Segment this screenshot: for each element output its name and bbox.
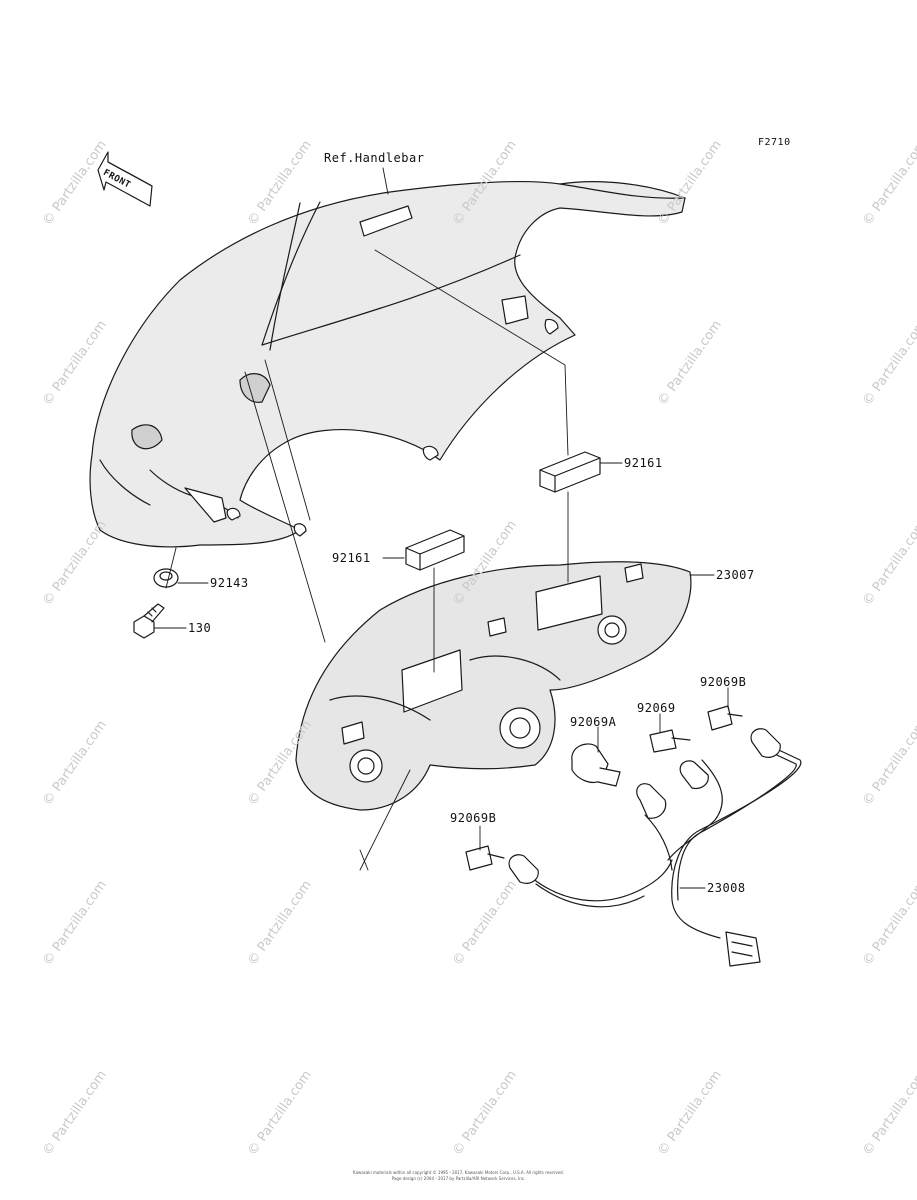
screw-shape — [133, 603, 165, 639]
wiring-harness-shape — [508, 728, 802, 967]
part-label-23008: 23008 — [707, 881, 746, 895]
front-arrow-icon — [97, 151, 153, 207]
part-label-92143: 92143 — [210, 576, 249, 590]
copyright-line-1: Kawasaki materials within all copyright … — [353, 1170, 564, 1175]
part-label-23007: 23007 — [716, 568, 755, 582]
part-label-92069A: 92069A — [570, 715, 617, 729]
part-label-92069B-left: 92069B — [450, 811, 497, 825]
part-label-130: 130 — [188, 621, 212, 635]
ref-handlebar-label: Ref.Handlebar — [324, 151, 425, 165]
meter-housing-shape — [295, 561, 692, 811]
bulb-92069B-left-shape — [465, 845, 505, 871]
bulb-92069A-shape — [571, 743, 621, 787]
copyright-line-2: Page design (c) 2004 - 2017 by Partzilla… — [391, 1176, 526, 1181]
bulb-92069B-right-shape — [707, 705, 743, 731]
part-label-92161-upper: 92161 — [624, 456, 663, 470]
part-label-92069: 92069 — [637, 701, 676, 715]
upper-cover-shape — [89, 180, 686, 548]
figure-code: F2710 — [758, 137, 791, 148]
bulb-92069-shape — [649, 729, 691, 753]
cushion-left-shape — [405, 529, 465, 571]
part-label-92069B-right: 92069B — [700, 675, 747, 689]
part-label-92161-left: 92161 — [332, 551, 371, 565]
cushion-upper-shape — [539, 451, 601, 493]
